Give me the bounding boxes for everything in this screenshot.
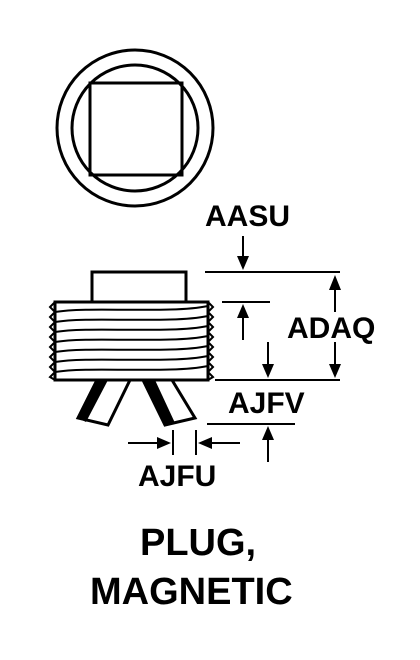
thread-crests [48, 301, 215, 381]
dimension-ajfv: AJFV [207, 387, 305, 462]
arrow-thread-bottom-down [262, 364, 274, 378]
label-adaq: ADAQ [287, 312, 375, 345]
outer-ring [55, 48, 215, 208]
arrow-ajfu-left [198, 437, 212, 449]
arrow-adaq-down [329, 364, 341, 378]
arrow-adaq-up [329, 275, 341, 290]
plug-head [90, 270, 188, 304]
caption: PLUG, MAGNETIC [90, 522, 293, 613]
label-ajfv: AJFV [228, 387, 305, 420]
square-socket [88, 81, 184, 177]
arrow-head-bottom-up [237, 304, 249, 318]
arrow-aasu [237, 256, 249, 270]
dimension-ajfu: AJFU [128, 430, 240, 493]
magnet-leg-left-shade [78, 380, 108, 422]
caption-line-2: MAGNETIC [90, 571, 293, 613]
arrow-ajfu-right [157, 437, 171, 449]
label-ajfu: AJFU [138, 460, 216, 493]
top-view [55, 48, 215, 208]
magnet-leg-right-shade [143, 380, 175, 425]
dimension-adaq: ADAQ [215, 275, 375, 381]
dimension-aasu: AASU [205, 200, 340, 273]
arrow-ajfv-up [262, 426, 274, 440]
thread-lines [54, 305, 209, 373]
label-aasu: AASU [205, 200, 290, 233]
inner-ring [70, 63, 200, 193]
side-view [48, 270, 215, 427]
caption-line-1: PLUG, [140, 522, 256, 564]
